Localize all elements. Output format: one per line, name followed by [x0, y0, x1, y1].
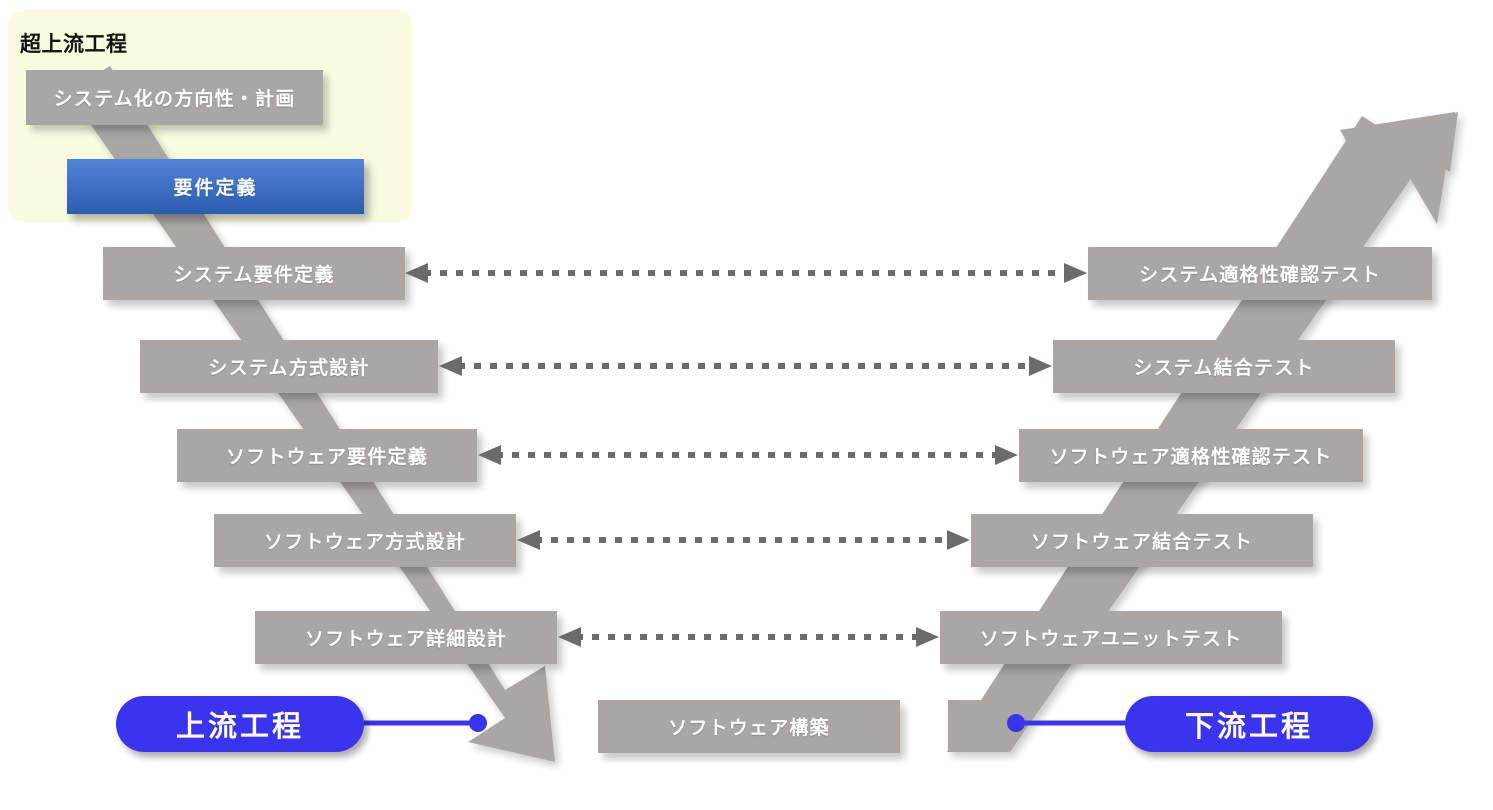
phase-box-software-architecture-design[interactable]: ソフトウェア方式設計	[214, 514, 516, 567]
pill-upstream-process[interactable]: 上流工程	[116, 696, 364, 752]
phase-box-system-integration-test[interactable]: システム結合テスト	[1053, 340, 1395, 393]
leader-dot-downstream	[1007, 714, 1025, 732]
leader-dot-upstream	[469, 714, 487, 732]
phase-box-software-qualification-test[interactable]: ソフトウェア適格性確認テスト	[1019, 429, 1363, 482]
pill-downstream-process[interactable]: 下流工程	[1125, 696, 1373, 752]
phase-box-software-integration-test[interactable]: ソフトウェア結合テスト	[971, 514, 1313, 567]
arrowhead-right-3	[995, 445, 1018, 465]
super-upstream-label: 超上流工程	[20, 33, 128, 56]
arrowhead-left-2	[439, 356, 462, 376]
phase-box-software-unit-test[interactable]: ソフトウェアユニットテスト	[940, 611, 1282, 664]
arrowhead-right-1	[1064, 263, 1087, 283]
arrowhead-right-4	[947, 530, 970, 550]
arrowhead-left-5	[558, 627, 581, 647]
arrowhead-left-3	[478, 445, 501, 465]
phase-box-software-detailed-design[interactable]: ソフトウェア詳細設計	[255, 611, 557, 664]
arrowhead-left-1	[405, 263, 428, 283]
phase-box-system-qualification-test[interactable]: システム適格性確認テスト	[1088, 247, 1432, 300]
phase-box-system-architecture-design[interactable]: システム方式設計	[140, 340, 438, 393]
arrowhead-right-5	[916, 627, 939, 647]
phase-box-system-direction-plan[interactable]: システム化の方向性・計画	[26, 70, 323, 125]
phase-box-software-requirements-definition[interactable]: ソフトウェア要件定義	[177, 429, 477, 482]
phase-box-system-requirements-definition[interactable]: システム要件定義	[103, 247, 405, 300]
arrowhead-left-4	[517, 530, 540, 550]
phase-box-requirements-definition[interactable]: 要件定義	[67, 159, 364, 214]
arrowhead-right-2	[1029, 356, 1052, 376]
phase-box-software-construction[interactable]: ソフトウェア構築	[598, 700, 900, 753]
